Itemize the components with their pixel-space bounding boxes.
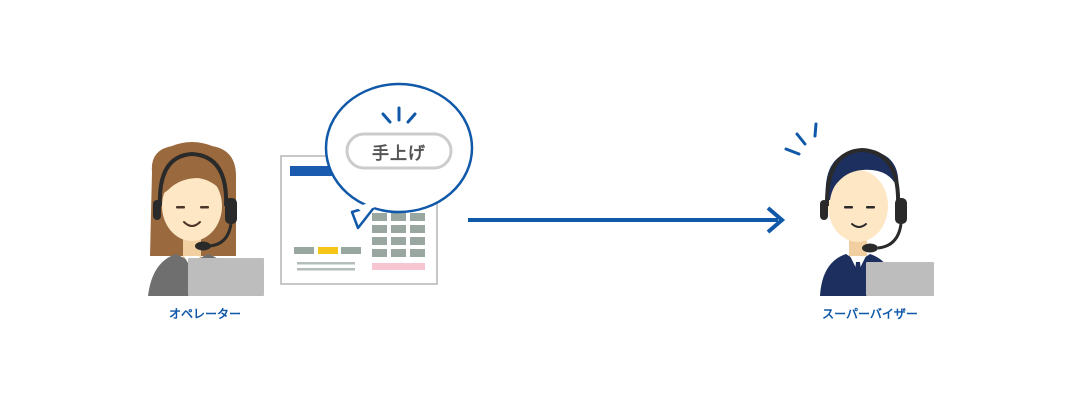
alert-line-right-icon [406, 112, 417, 124]
operator-right-eye [200, 206, 209, 209]
operator-mic-arm [209, 223, 233, 248]
supervisor-alert-line-3-icon [813, 122, 818, 138]
operator-mic-icon [195, 241, 211, 251]
supervisor-laptop-icon [866, 262, 934, 296]
operator-laptop-icon [188, 258, 264, 296]
operator-headset-earpiece-left-icon [153, 200, 161, 220]
alert-line-left-icon [381, 112, 392, 124]
operator-headset-earpiece-icon [225, 198, 237, 224]
operator-headset-band [157, 151, 229, 207]
operator-bangs [160, 161, 226, 196]
arrow [468, 206, 786, 234]
supervisor-face [828, 170, 888, 242]
document-text-line-1 [297, 262, 355, 265]
document-button-3 [341, 247, 361, 254]
document-pink-field [372, 263, 425, 270]
supervisor-label: スーパーバイザー [822, 307, 918, 321]
operator-face [162, 171, 222, 241]
supervisor-alert-line-1-icon [784, 147, 801, 156]
hand-raise-pill [345, 132, 453, 170]
supervisor-hair [825, 150, 899, 200]
supervisor-mouth [851, 223, 867, 228]
arrow-head-icon [766, 206, 786, 234]
document-grid [372, 213, 425, 257]
supervisor-alert-line-2-icon [795, 132, 807, 146]
speech-bubble [324, 82, 474, 230]
operator-figure [148, 142, 264, 296]
operator-left-eye [176, 206, 185, 209]
speech-bubble-tail-mask [356, 202, 378, 212]
supervisor-left-eye [844, 206, 853, 209]
supervisor-neck [849, 238, 867, 258]
supervisor-tie [854, 262, 862, 288]
document-button-1 [294, 247, 314, 254]
supervisor-headset-band [824, 147, 901, 207]
document-text-line-2 [297, 268, 355, 271]
supervisor-mic-icon [862, 243, 878, 253]
supervisor-mic-arm [877, 223, 903, 250]
supervisor-headset-earpiece-left-icon [820, 200, 828, 220]
supervisor-headset-earpiece-icon [895, 198, 907, 224]
document-button-2 [318, 247, 338, 254]
operator-mouth [183, 221, 201, 227]
operator-label: オペレーター [168, 307, 241, 321]
supervisor-figure [784, 122, 934, 296]
operator-neck [183, 236, 201, 258]
supervisor-right-eye [866, 206, 875, 209]
hand-raise-text: 手上げ [372, 143, 426, 164]
